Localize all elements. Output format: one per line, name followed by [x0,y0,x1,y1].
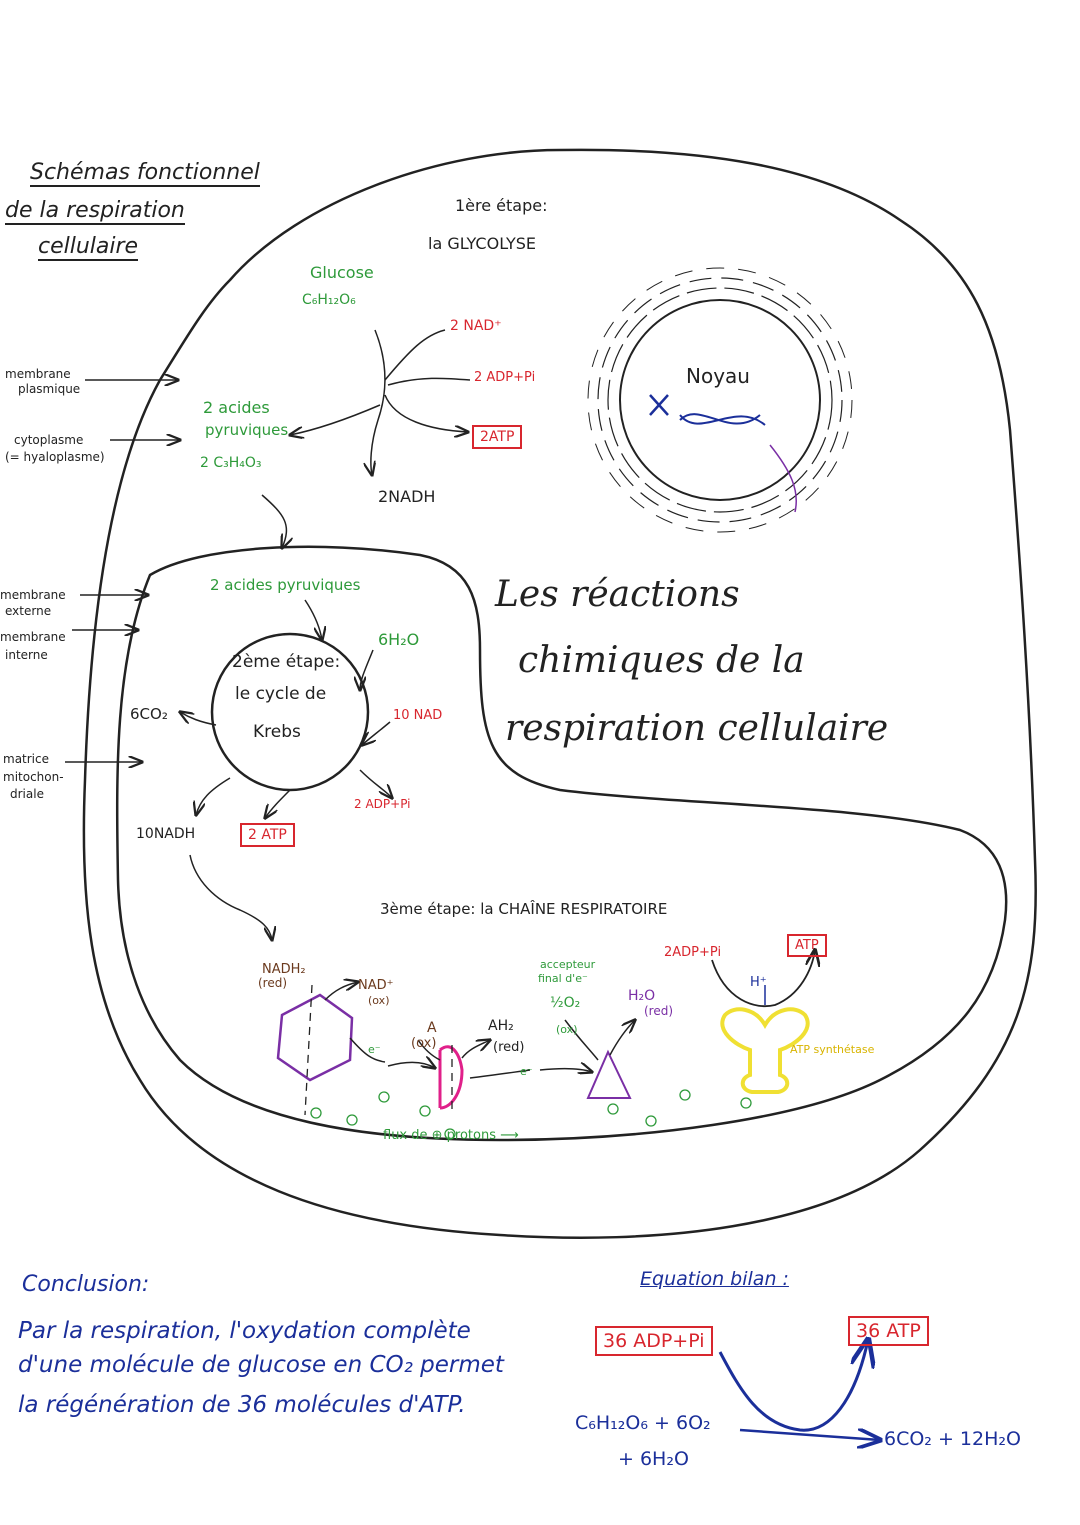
atp-synthase-drawing [711,950,815,1094]
glycolysis-nadh: 2NADH [378,487,436,506]
label-cytoplasm-2: (= hyaloplasme) [5,450,105,464]
label-matrix-2: mitochon- [3,770,64,784]
stage1-title-1: 1ère étape: [455,196,548,215]
acceptor-triangle [586,1049,632,1099]
label-inner-membrane-2: interne [5,648,48,662]
chain-o2: ½O₂ [550,995,581,1011]
title-line-2: de la respiration [5,198,185,225]
equation-reactants-2: + 6H₂O [618,1448,689,1470]
label-cytoplasm-1: cytoplasme [14,433,84,447]
label-outer-membrane-1: membrane [0,588,66,602]
chain-synthase: ATP synthétase [790,1043,875,1056]
label-matrix-1: matrice [3,752,49,766]
conclusion-line-3: la régénération de 36 molécules d'ATP. [18,1392,466,1418]
main-title-line-2: chimiques de la [518,640,805,681]
complex-i-hexagon [276,993,354,1082]
chain-nadh2: NADH₂ [262,962,306,977]
chain-acceptor-2: final d'e⁻ [538,972,588,985]
glucose-label: Glucose [310,263,374,282]
title-line-3: cellulaire [38,234,139,261]
krebs-nadh: 10NADH [136,826,196,842]
chain-a-state: (ox) [411,1036,437,1051]
conclusion-line-2: d'une molécule de glucose en CO₂ permet [18,1352,504,1378]
title-line-1: Schémas fonctionnel [30,160,260,187]
chain-electron-1: e⁻ [368,1043,381,1056]
chain-electron-2: e⁻ [520,1065,533,1078]
krebs-title-2: le cycle de [235,684,327,704]
label-plasma-membrane-1: membrane [5,367,71,381]
chain-hplus: H⁺ [750,975,767,990]
chain-o2-state: (ox) [556,1023,578,1036]
equation-products: 6CO₂ + 12H₂O [884,1428,1021,1450]
main-title-line-3: respiration cellulaire [505,708,889,749]
glucose-formula: C₆H₁₂O₆ [302,292,356,308]
krebs-atp: 2 ATP [240,823,295,847]
label-outer-membrane-2: externe [5,604,52,618]
label-matrix-3: driale [10,787,44,801]
chain-ah2: AH₂ [488,1018,514,1034]
chain-title: 3ème étape: la CHAÎNE RESPIRATOIRE [380,900,668,918]
chain-h2o-state: (red) [644,1004,674,1018]
equation-reactants-1: C₆H₁₂O₆ + 6O₂ [575,1412,711,1434]
chain-acceptor-1: accepteur [540,958,596,971]
chain-flux: flux de ⊕ protons ⟶ [383,1128,519,1143]
stage1-title-2: la GLYCOLYSE [428,234,537,253]
glycolysis-nad: 2 NAD⁺ [450,318,502,334]
equation-adp: 36 ADP+Pi [595,1326,713,1356]
chain-a: A [427,1020,437,1036]
equation-heading: Equation bilan : [640,1268,789,1290]
krebs-nad: 10 NAD [393,708,443,723]
krebs-adp: 2 ADP+Pi [354,797,411,811]
krebs-title-3: Krebs [253,722,301,742]
glycolysis-atp: 2ATP [472,425,523,449]
equation-atp: 36 ATP [848,1316,929,1346]
label-inner-membrane-1: membrane [0,630,66,644]
pyruvic-2: pyruviques [205,421,289,439]
chain-nad: NAD⁺ [358,978,394,993]
chain-adp: 2ADP+Pi [664,945,722,960]
label-plasma-membrane-2: plasmique [18,382,81,396]
glycolysis-adp: 2 ADP+Pi [474,370,536,385]
krebs-title-1: 2ème étape: [232,652,341,672]
krebs-input: 2 acides pyruviques [210,576,361,594]
conclusion-heading: Conclusion: [22,1272,150,1297]
chain-h2o: H₂O [628,988,656,1004]
conclusion-line-1: Par la respiration, l'oxydation complète [18,1318,471,1344]
chain-atp: ATP [787,934,827,957]
pyruvic-formula: 2 C₃H₄O₃ [200,455,262,471]
chain-ah2-state: (red) [493,1040,525,1055]
krebs-h2o: 6H₂O [378,630,420,649]
nucleus-drawing [587,267,853,533]
main-title-line-1: Les réactions [495,574,740,615]
krebs-co2: 6CO₂ [130,705,168,723]
nucleus-label: Noyau [686,364,750,388]
chain-nadh2-state: (red) [258,976,288,990]
pyruvic-1: 2 acides [203,398,270,417]
mitochondrion-membrane [115,545,1008,1142]
cell-membrane [82,148,1037,1239]
chain-nad-state: (ox) [368,994,390,1007]
